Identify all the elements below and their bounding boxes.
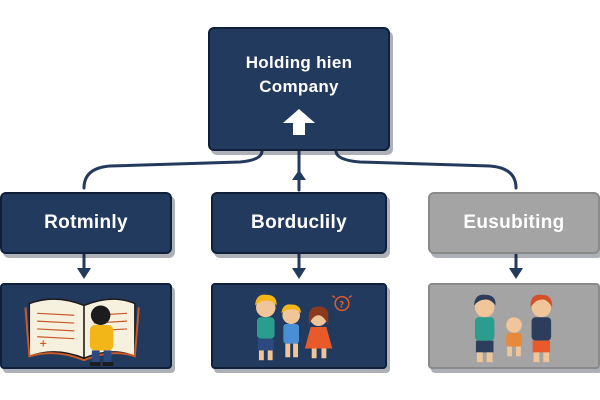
illustration-box-3 xyxy=(428,283,600,369)
svg-text:+: + xyxy=(39,339,47,350)
connector-left xyxy=(82,149,264,190)
holding-company-label-line2: Company xyxy=(259,77,339,96)
arrowhead-left-down xyxy=(77,268,91,279)
subsidiary-label-1: Rotminly xyxy=(44,212,128,233)
subsidiary-label-3: Eusubiting xyxy=(463,212,565,233)
up-arrow-icon xyxy=(283,109,315,135)
subsidiary-box-2: Borduclily xyxy=(211,192,387,254)
arrowhead-right-down xyxy=(509,268,523,279)
svg-text:?: ? xyxy=(339,300,344,310)
family-group-icon xyxy=(473,294,553,363)
holding-company-label-line1: Holding hien xyxy=(245,53,353,72)
subsidiary-label-2: Borduclily xyxy=(251,212,347,233)
illustration-box-2: ? xyxy=(211,283,387,369)
connector-right xyxy=(334,149,518,190)
subsidiary-box-1: Rotminly xyxy=(0,192,172,254)
subsidiary-box-3: Eusubiting xyxy=(428,192,600,254)
children-group-icon: ? xyxy=(255,294,353,361)
arrowhead-center-down xyxy=(292,268,306,279)
holding-company-box: Holding hien Company xyxy=(208,27,390,151)
illustration-box-1: + xyxy=(0,283,172,369)
child-reading-book-icon: + xyxy=(24,298,140,367)
arrowhead-center-up xyxy=(292,170,306,180)
